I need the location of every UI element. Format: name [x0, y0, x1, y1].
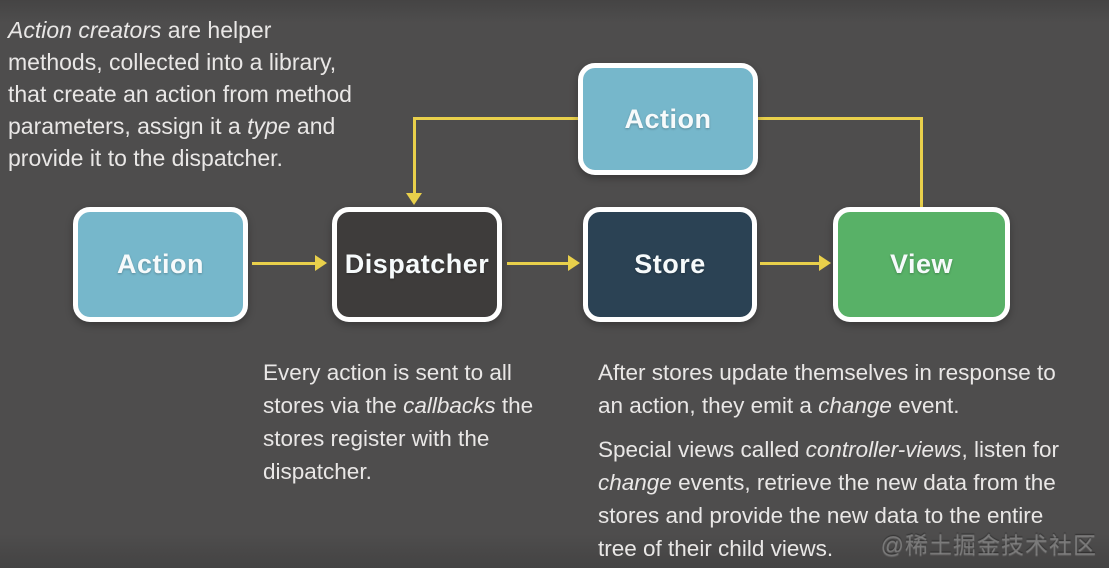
- connector-view-to-action-horizontal: [757, 117, 923, 120]
- note-line: stores register with the: [263, 426, 490, 451]
- arrow-action-to-dispatcher: [252, 262, 316, 265]
- note-line: Every action is sent to all: [263, 360, 512, 385]
- dispatcher-note: Every action is sent to all stores via t…: [263, 356, 533, 488]
- note-line: dispatcher.: [263, 459, 372, 484]
- note-line: stores and provide the new data to the e…: [598, 503, 1044, 528]
- node-store: Store: [583, 207, 757, 322]
- arrowhead-right-icon: [315, 255, 327, 271]
- node-action: Action: [73, 207, 248, 322]
- action-creators-note: Action creators are helper methods, coll…: [8, 14, 352, 174]
- connector-view-to-action-vertical: [920, 117, 923, 207]
- node-view: View: [833, 207, 1010, 322]
- connector-action-to-dispatcher-vertical: [413, 117, 416, 194]
- juejin-watermark: @稀土掘金技术社区: [880, 532, 1097, 558]
- node-label: Dispatcher: [344, 249, 490, 279]
- note-line: Action creators are helper: [8, 17, 272, 43]
- node-label: View: [889, 249, 954, 279]
- store-view-note: After stores update themselves in respon…: [598, 356, 1059, 565]
- node-dispatcher: Dispatcher: [332, 207, 502, 322]
- store-note-paragraph: After stores update themselves in respon…: [598, 356, 1059, 422]
- note-line: provide it to the dispatcher.: [8, 145, 283, 171]
- node-label: Action: [117, 249, 204, 279]
- note-line: parameters, assign it a type and: [8, 113, 336, 139]
- arrowhead-right-icon: [819, 255, 831, 271]
- note-line: stores via the callbacks the: [263, 393, 534, 418]
- note-line: Special views called controller-views, l…: [598, 437, 1060, 462]
- note-line: that create an action from method: [8, 81, 352, 107]
- node-action-top: Action: [578, 63, 758, 175]
- note-line: change events, retrieve the new data fro…: [598, 470, 1056, 495]
- note-line: After stores update themselves in respon…: [598, 360, 1056, 385]
- connector-action-to-dispatcher-horizontal: [414, 117, 579, 120]
- note-line: an action, they emit a change event.: [598, 393, 960, 418]
- note-line: tree of their child views.: [598, 536, 834, 561]
- controller-views-note-paragraph: Special views called controller-views, l…: [598, 433, 1059, 565]
- node-label: Store: [634, 249, 706, 279]
- arrow-store-to-view: [760, 262, 820, 265]
- arrowhead-down-icon: [406, 193, 422, 205]
- arrow-dispatcher-to-store: [507, 262, 569, 265]
- arrowhead-right-icon: [568, 255, 580, 271]
- node-label: Action: [624, 103, 712, 134]
- note-line: methods, collected into a library,: [8, 49, 337, 75]
